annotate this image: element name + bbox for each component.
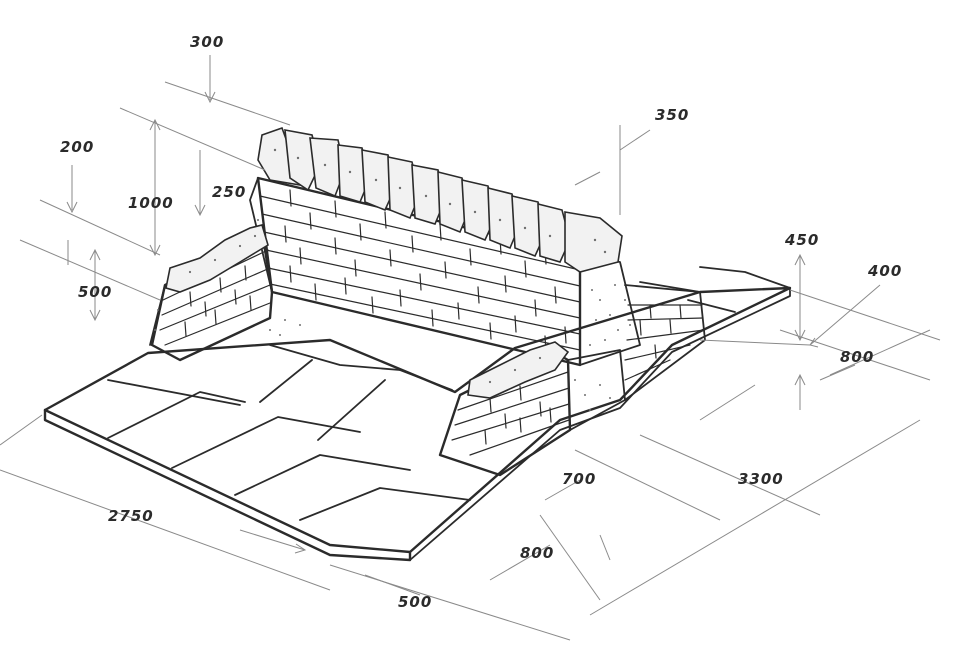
paving-base (43, 266, 792, 562)
front-right-wall (438, 341, 626, 477)
dim-3300: 3300 (738, 470, 784, 488)
dim-800-right: 800 (840, 348, 874, 366)
dim-500-bottom: 500 (398, 593, 432, 611)
dim-800-bottom: 800 (520, 544, 554, 562)
right-side-wall (624, 284, 706, 401)
dim-450: 450 (784, 231, 819, 249)
dimension-labels: 300 350 200 1000 250 500 450 400 800 700… (60, 33, 902, 611)
coping-stones (257, 126, 623, 273)
dimension-lines (0, 55, 941, 641)
dim-250: 250 (212, 183, 246, 201)
left-small-wall (149, 224, 301, 362)
dim-300: 300 (190, 33, 224, 51)
dim-2750: 2750 (108, 507, 154, 525)
dim-350: 350 (655, 106, 689, 124)
dim-200: 200 (60, 138, 94, 156)
dim-700: 700 (562, 470, 596, 488)
dim-1000: 1000 (128, 194, 174, 212)
dim-500-left: 500 (78, 283, 112, 301)
dim-400: 400 (867, 262, 902, 280)
